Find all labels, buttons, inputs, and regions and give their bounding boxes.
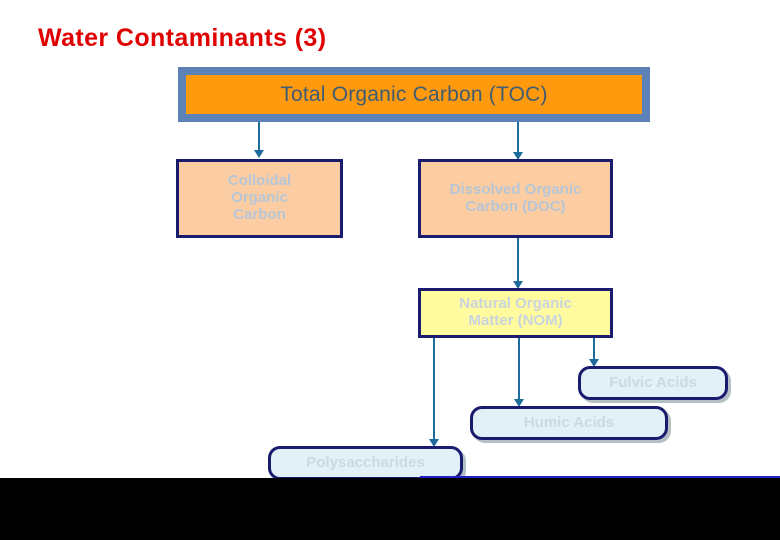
node-total-organic-carbon[interactable]: Total Organic Carbon (TOC)	[178, 67, 650, 122]
node-colloidal-organic-carbon[interactable]: Colloidal Organic Carbon	[176, 159, 343, 238]
footer-band: 11 30-Apr-09 Dublin Institute of Technol…	[0, 478, 780, 540]
arrowhead-doc-to-nom	[513, 281, 523, 289]
connector-toc-to-doc	[517, 122, 519, 152]
node-fulvic-acids[interactable]: Fulvic Acids	[578, 366, 728, 400]
node-humic-acids[interactable]: Humic Acids	[470, 406, 668, 440]
connector-toc-to-coc	[258, 122, 260, 150]
footer-accent-bar	[420, 476, 780, 479]
arrowhead-toc-to-coc	[254, 150, 264, 158]
arrowhead-nom-to-poly	[429, 439, 439, 447]
node-polysaccharides[interactable]: Polysaccharides	[268, 446, 463, 480]
node-natural-organic-matter[interactable]: Natural Organic Matter (NOM)	[418, 288, 613, 338]
arrowhead-toc-to-doc	[513, 152, 523, 160]
connector-doc-to-nom	[517, 238, 519, 281]
node-dissolved-organic-carbon[interactable]: Dissolved Organic Carbon (DOC)	[418, 159, 613, 238]
connector-nom-to-fulvic	[593, 338, 595, 359]
arrowhead-nom-to-fulvic	[589, 359, 599, 367]
page-title: Water Contaminants (3)	[38, 24, 327, 52]
connector-nom-to-humic	[518, 338, 520, 399]
connector-nom-to-poly	[433, 338, 435, 439]
arrowhead-nom-to-humic	[514, 399, 524, 407]
